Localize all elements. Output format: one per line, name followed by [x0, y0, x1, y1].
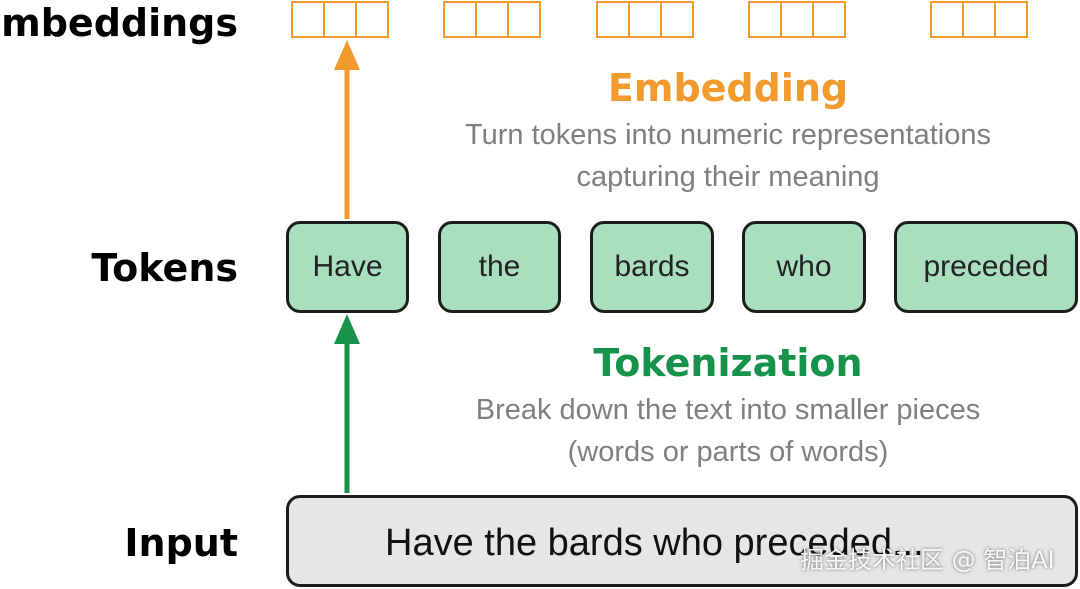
- embedding-cell: [994, 1, 1028, 38]
- embedding-step-description-line-1: Turn tokens into numeric representations: [464, 119, 992, 151]
- input-text-box: Have the bards who preceded...: [286, 495, 1078, 587]
- embedding-cell: [355, 1, 389, 38]
- tokenization-arrow: [334, 314, 360, 493]
- embedding-cell: [475, 1, 509, 38]
- embedding-vector: [930, 1, 1028, 38]
- token-box: the: [438, 221, 561, 313]
- tokenization-step-title: Tokenization: [593, 341, 863, 385]
- embedding-step-title: Embedding: [607, 66, 849, 110]
- tokens-row-label: Tokens: [91, 246, 238, 290]
- embedding-cell: [323, 1, 357, 38]
- embedding-vector: [443, 1, 541, 38]
- token-box: Have: [286, 221, 409, 313]
- embedding-cell: [596, 1, 630, 38]
- embedding-vector: [596, 1, 694, 38]
- embeddings-row-label: Embeddings: [0, 1, 238, 45]
- embedding-vector: [748, 1, 846, 38]
- embedding-vector: [291, 1, 389, 38]
- token-box: who: [742, 221, 866, 313]
- input-text: Have the bards who preceded...: [385, 522, 924, 564]
- token-box: bards: [590, 221, 714, 313]
- tokenization-step-description-line-2: (words or parts of words): [567, 436, 889, 468]
- tokenization-step-description-line-1: Break down the text into smaller pieces: [475, 394, 981, 426]
- embedding-step-description-line-2: capturing their meaning: [576, 161, 880, 193]
- embedding-cell: [507, 1, 541, 38]
- embedding-arrow: [334, 40, 360, 219]
- watermark: 掘金技术社区 @ 智泊AI: [800, 546, 1055, 574]
- token-box: preceded: [894, 221, 1078, 313]
- embedding-cell: [443, 1, 477, 38]
- input-row-label: Input: [124, 521, 238, 565]
- embedding-cell: [660, 1, 694, 38]
- embedding-cell: [812, 1, 846, 38]
- embedding-cell: [780, 1, 814, 38]
